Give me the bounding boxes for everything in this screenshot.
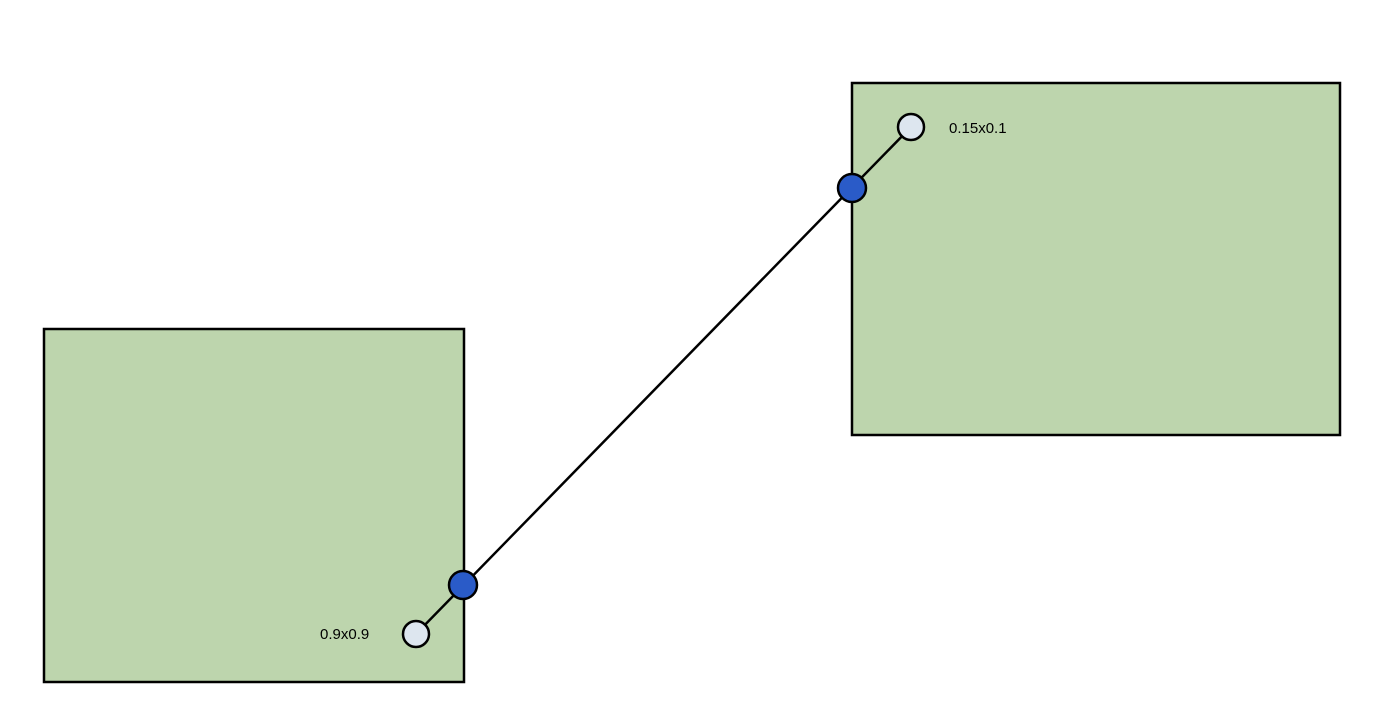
connector-line[interactable] xyxy=(415,126,912,635)
right-anchor-label: 0.15x0.1 xyxy=(949,120,1007,137)
right-box-anchor-point[interactable] xyxy=(896,112,926,142)
right-box-edge-intersection[interactable] xyxy=(836,172,868,204)
left-box-anchor-point[interactable] xyxy=(401,619,431,649)
left-box[interactable] xyxy=(42,327,466,684)
left-box-edge-intersection[interactable] xyxy=(447,569,479,601)
right-box[interactable] xyxy=(850,81,1342,437)
left-anchor-label: 0.9x0.9 xyxy=(320,626,369,643)
